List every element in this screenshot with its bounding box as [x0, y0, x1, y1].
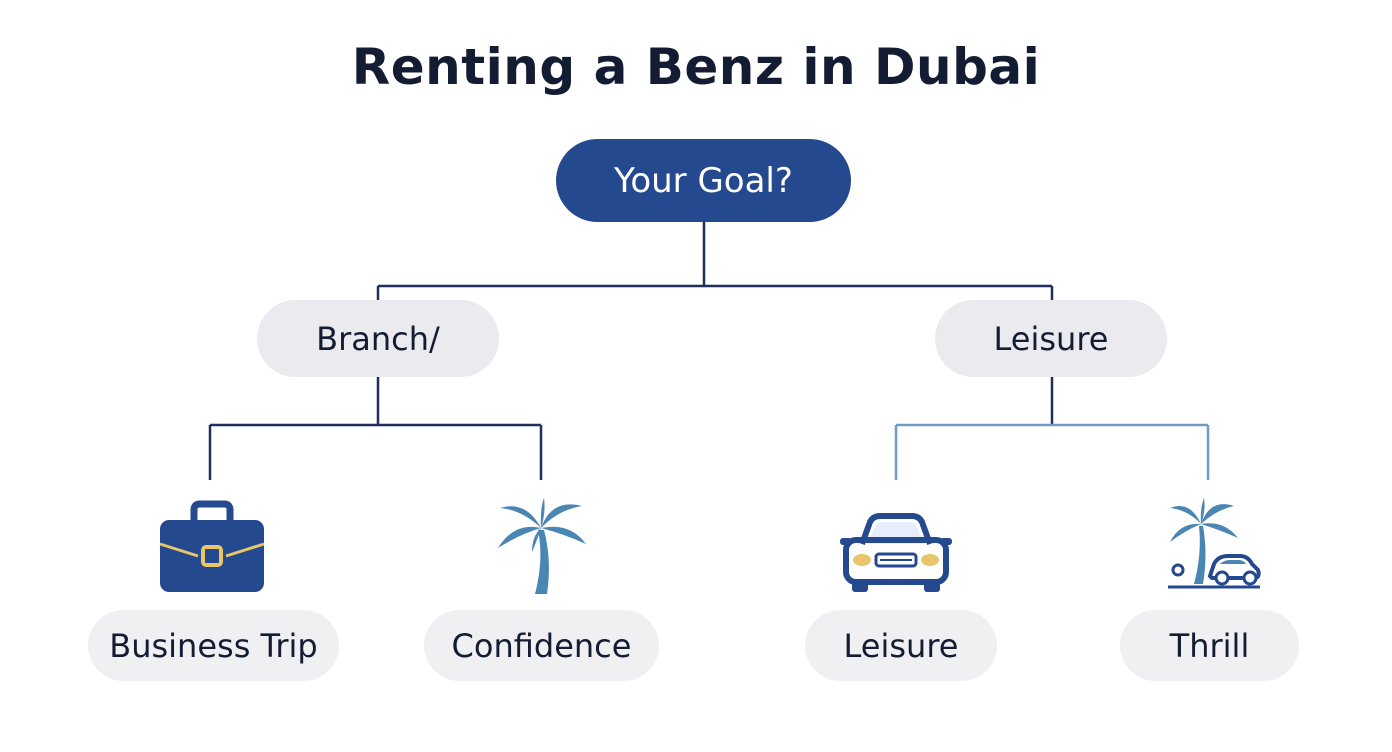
branch-node-left: Branch/ — [257, 300, 499, 377]
branch-node-right-label: Leisure — [993, 319, 1109, 358]
leaf-node-business-trip-label: Business Trip — [109, 626, 318, 665]
leaf-node-thrill-label: Thrill — [1169, 626, 1250, 665]
leaf-node-leisure-label: Leisure — [843, 626, 959, 665]
palm-tree-car-icon — [1168, 498, 1261, 589]
leaf-node-leisure: Leisure — [805, 610, 997, 681]
leaf-node-thrill: Thrill — [1120, 610, 1299, 681]
diagram-title: Renting a Benz in Dubai — [351, 38, 1041, 96]
leaf-node-confidence-label: Confidence — [451, 626, 632, 665]
leaf-node-confidence: Confidence — [424, 610, 659, 681]
branch-node-left-label: Branch/ — [316, 319, 440, 358]
leaf-node-business-trip: Business Trip — [88, 610, 339, 681]
palm-tree-icon — [498, 498, 586, 594]
root-node-label: Your Goal? — [614, 160, 793, 201]
root-node: Your Goal? — [556, 139, 851, 222]
car-icon — [840, 513, 952, 592]
briefcase-icon — [159, 500, 265, 592]
branch-node-right: Leisure — [935, 300, 1167, 377]
